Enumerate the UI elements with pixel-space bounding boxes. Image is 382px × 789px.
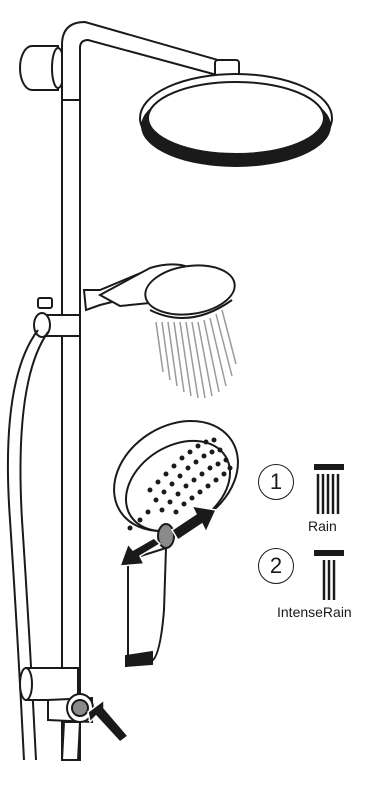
riser-rail xyxy=(62,95,80,760)
mode-label-rain: Rain xyxy=(308,518,337,534)
mode-label-intenserain: IntenseRain xyxy=(277,604,352,620)
rain-spray-icon xyxy=(312,462,346,518)
spray-lines xyxy=(156,310,236,398)
mode-number: 1 xyxy=(270,469,282,495)
overhead-shower-head xyxy=(140,74,332,166)
mode-number-badge: 1 xyxy=(258,464,294,500)
mode-number-badge: 2 xyxy=(258,548,294,584)
push-arrow xyxy=(88,700,128,742)
diverter-bracket xyxy=(20,668,93,760)
mode-number: 2 xyxy=(270,553,282,579)
hand-shower-docked xyxy=(100,260,238,320)
intense-rain-spray-icon xyxy=(312,548,346,602)
wall-bracket-top xyxy=(20,46,64,90)
